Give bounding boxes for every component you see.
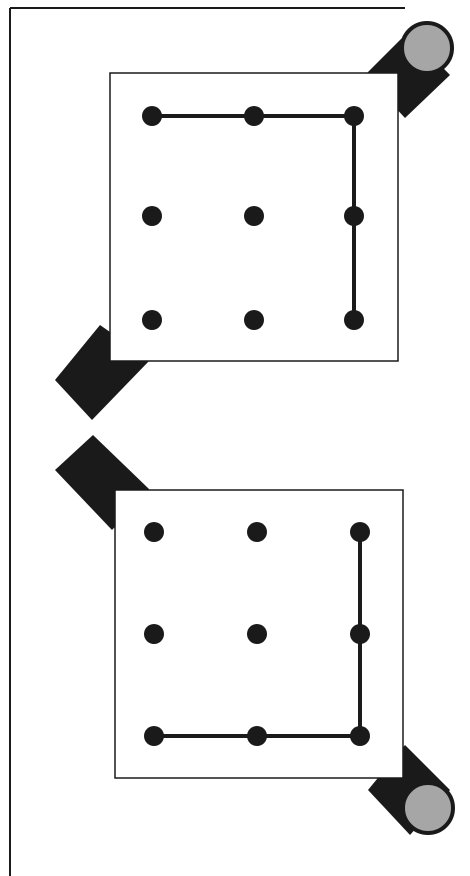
top-roller-assembly [365,21,454,118]
dot [247,522,267,542]
dot [350,522,370,542]
dot [344,106,364,126]
dot [247,624,267,644]
dot [244,310,264,330]
frame [9,7,405,876]
dot [144,624,164,644]
dot [244,106,264,126]
bottom-panel [114,489,404,779]
dot [142,106,162,126]
dot [247,726,267,746]
dot [144,726,164,746]
top-panel [109,72,399,362]
dot [142,206,162,226]
top-panel-dot-grid [142,106,364,330]
dot [144,522,164,542]
dot [350,624,370,644]
bottom-roller [401,781,455,835]
dot [344,310,364,330]
bottom-panel-dot-grid [144,522,370,746]
dot [244,206,264,226]
dot [142,310,162,330]
top-roller [400,21,454,75]
dot [350,726,370,746]
dot [344,206,364,226]
